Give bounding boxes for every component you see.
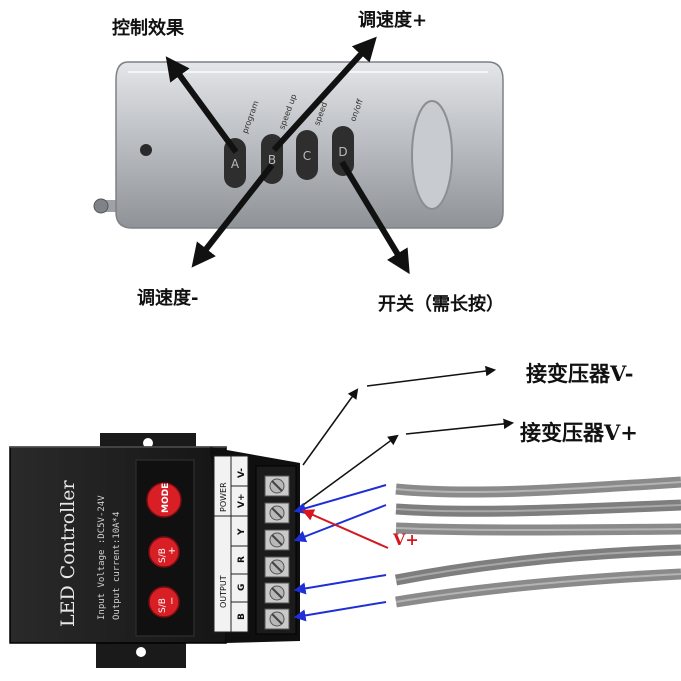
speed-down-button-sign: − — [167, 597, 178, 605]
mode-button[interactable] — [146, 482, 182, 518]
remote-arrows — [165, 36, 410, 275]
speed-up-button-label: S/B — [158, 548, 168, 563]
label-to-transformer-vminus: 接变压器V- — [526, 361, 634, 386]
arrow-vplus-out — [405, 418, 515, 435]
remote-button-d-letter: D — [338, 145, 347, 159]
arrow-vminus-rise — [302, 388, 359, 466]
transformer-arrows — [302, 365, 515, 506]
terminal-screw-y — [264, 529, 290, 551]
terminal-label-vplus: V+ — [237, 493, 247, 508]
arrow-vminus-out — [366, 365, 497, 387]
controller-input-voltage: Input Voltage :DC5V-24V — [97, 495, 107, 620]
remote-button-a[interactable] — [224, 138, 246, 188]
terminal-screw-vplus — [264, 502, 290, 524]
remote-buttons: A B C D — [224, 126, 354, 188]
led-controller: LED Controller Input Voltage :DC5V-24V O… — [9, 433, 300, 668]
remote-button-c-letter: C — [303, 149, 311, 163]
remote-button-b-letter: B — [268, 153, 276, 167]
label-speed-down: 调速度- — [137, 288, 199, 309]
mount-hole-icon — [143, 438, 153, 448]
terminal-label-vminus: V- — [237, 468, 247, 478]
red-vplus-arrow — [301, 509, 389, 549]
remote-control: A B C D program speed up speed on/off — [93, 61, 504, 229]
speed-up-button-sign: + — [167, 547, 178, 555]
remote-button-a-letter: A — [231, 157, 240, 171]
remote-indicator-led — [140, 144, 152, 156]
speed-down-button[interactable] — [148, 586, 180, 618]
remote-button-d[interactable] — [332, 126, 354, 176]
terminal-label-g: G — [237, 584, 247, 591]
label-control-effect: 控制效果 — [112, 18, 184, 39]
remote-button-c[interactable] — [296, 130, 318, 180]
cable-wire-5 — [395, 568, 681, 608]
controller-title: LED Controller — [57, 479, 79, 627]
terminal-screw-b — [264, 608, 290, 630]
remote-logo-oval — [411, 100, 453, 210]
terminal-label-y: Y — [237, 528, 247, 536]
label-vplus-marker: V+ — [393, 530, 419, 549]
mount-hole-icon — [136, 647, 146, 657]
mode-button-label: MODE — [161, 483, 171, 513]
power-header: POWER — [219, 482, 228, 512]
terminal-label-b: B — [237, 613, 247, 620]
arrow-on-off — [339, 160, 410, 275]
antenna-screw-icon — [93, 198, 109, 214]
blue-arrow-1 — [293, 484, 387, 515]
terminal-screw-g — [264, 582, 290, 604]
speed-down-button-label: S/B — [158, 598, 168, 613]
ribbon-cable — [394, 476, 681, 608]
label-speed-up: 调速度+ — [358, 10, 428, 31]
speed-up-button[interactable] — [148, 536, 180, 568]
arrow-control-effect — [165, 56, 239, 154]
blue-arrow-3 — [293, 574, 387, 595]
arrow-vplus-rise — [302, 434, 399, 506]
controller-output-current: Output current:10A*4 — [112, 512, 122, 620]
output-header: OUTPUT — [219, 575, 228, 608]
blue-arrow-4 — [293, 601, 387, 622]
terminal-screws — [264, 475, 290, 630]
terminal-label-r: R — [237, 556, 247, 563]
terminal-label-table: POWER OUTPUT V- V+ Y R G B — [213, 455, 249, 633]
terminal-screw-r — [264, 556, 290, 578]
arrow-speed-up — [271, 36, 377, 153]
blue-wire-arrows — [293, 484, 387, 622]
label-on-off: 开关（需长按） — [378, 294, 504, 315]
terminal-screw-vminus — [264, 475, 290, 497]
arrow-speed-down — [191, 163, 275, 268]
blue-arrow-2 — [293, 504, 387, 543]
label-to-transformer-vplus: 接变压器V+ — [520, 420, 638, 445]
